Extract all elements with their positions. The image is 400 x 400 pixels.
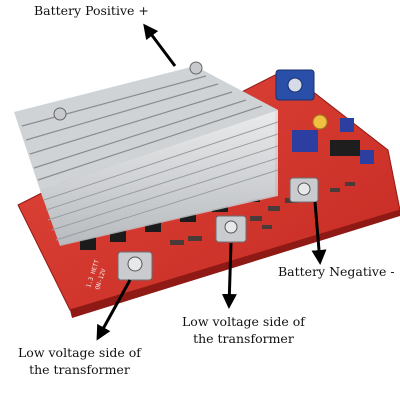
label-battery-negative: Battery Negative -	[278, 264, 395, 279]
ic-chip-icon	[330, 140, 360, 156]
label-low-voltage-left-line-2: the transformer	[29, 362, 130, 377]
label-low-voltage-left: Low voltage side of the transformer	[18, 344, 141, 378]
label-low-voltage-mid-line-2: the transformer	[193, 331, 294, 346]
label-low-voltage-mid-line-1: Low voltage side of	[182, 314, 305, 329]
capacitor-icon	[312, 114, 328, 130]
arrow-low-voltage-left	[96, 279, 132, 341]
terminal-screws	[117, 177, 319, 281]
label-battery-positive: Battery Positive +	[34, 3, 149, 18]
terminal-screw-icon	[289, 177, 319, 203]
label-low-voltage-mid: Low voltage side of the transformer	[182, 313, 305, 347]
heatsink-icon	[14, 61, 279, 246]
heatsink-screw-icon	[53, 107, 67, 121]
terminal-screw-icon	[117, 251, 153, 281]
arrow-battery-positive	[143, 23, 177, 67]
label-low-voltage-left-line-1: Low voltage side of	[18, 345, 141, 360]
callout-arrows	[96, 23, 327, 341]
terminal-screw-icon	[215, 215, 247, 243]
arrow-battery-negative	[311, 201, 327, 265]
arrow-low-voltage-mid	[221, 242, 237, 309]
heatsink-screw-icon	[189, 61, 203, 75]
